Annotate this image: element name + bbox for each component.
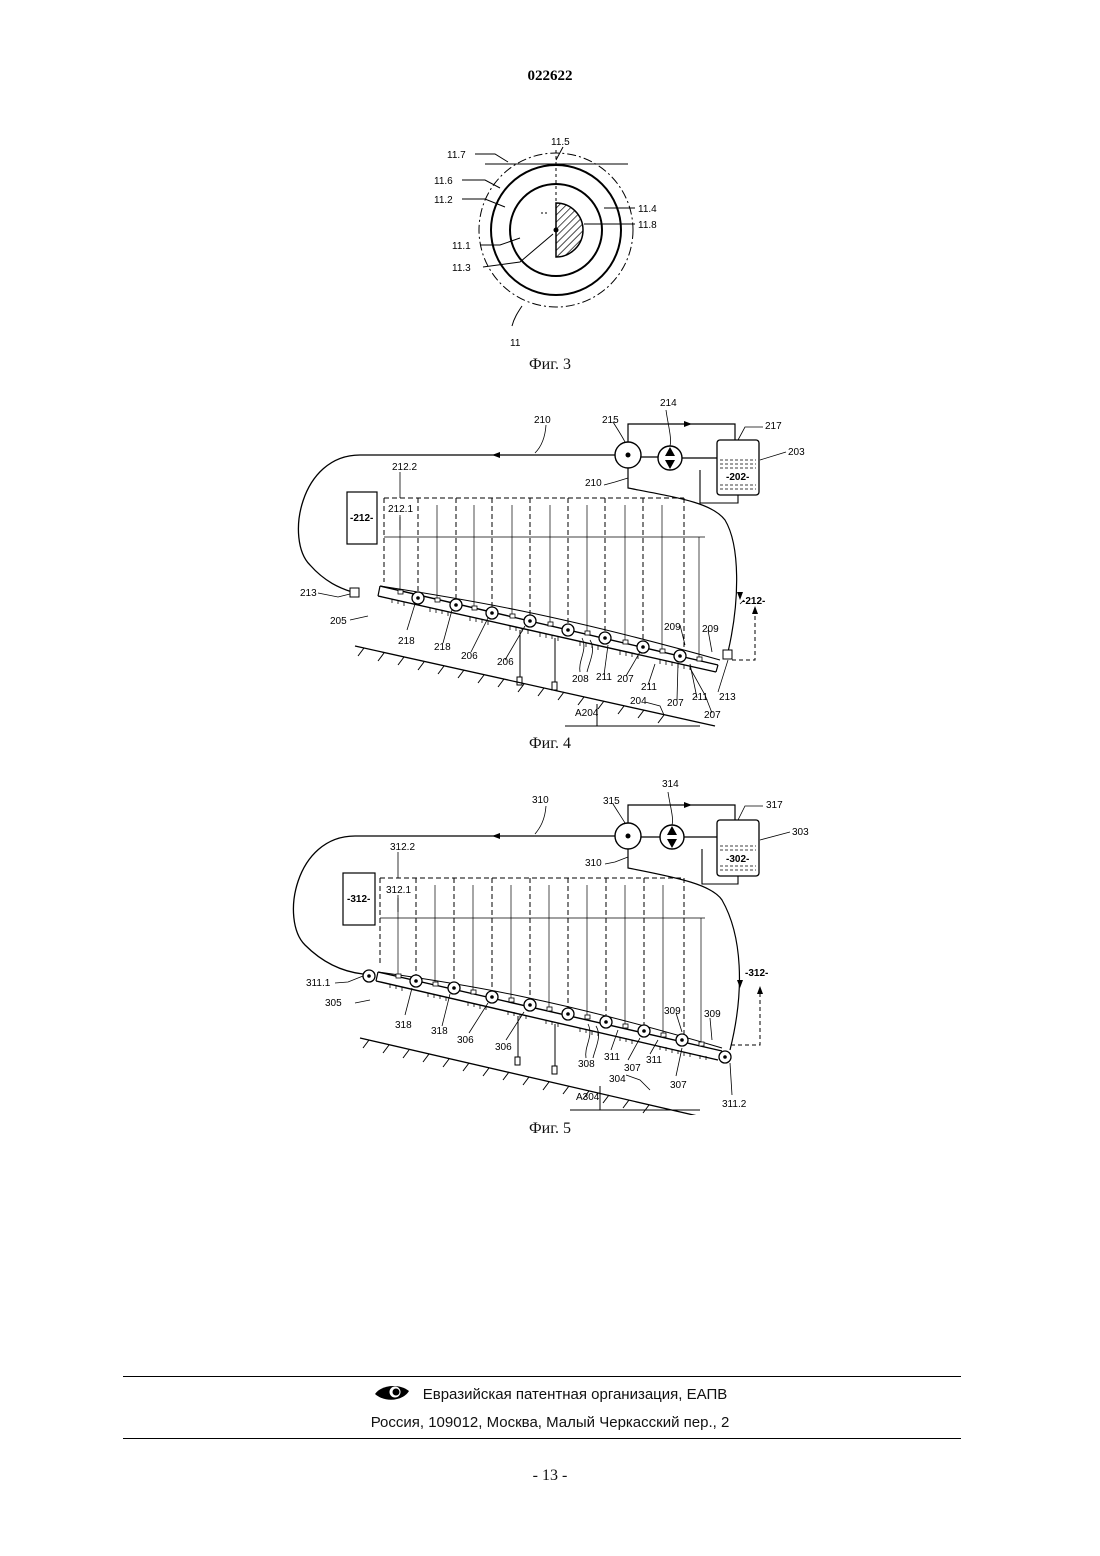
fig4-label-210-bottom: 210 — [585, 478, 602, 489]
fig5-label-307-a: 307 — [624, 1063, 641, 1074]
patent-number: 022622 — [0, 68, 1100, 85]
fig4-label-203: 203 — [788, 447, 805, 458]
fig4-label-206-b: 206 — [497, 657, 514, 668]
fig4-label-209-b: 209 — [702, 624, 719, 635]
fig5-label-310-top: 310 — [532, 795, 549, 806]
fig5-label-312-2: 312.2 — [390, 842, 415, 853]
fig5-label-315: 315 — [603, 796, 620, 807]
fig4-label-204: 204 — [630, 696, 647, 707]
fig4-label-212-box: -212- — [350, 513, 373, 524]
fig5-label-a304: A304 — [576, 1092, 600, 1103]
fig4-label-213-right: 213 — [719, 692, 736, 703]
fig5-label-303: 303 — [792, 827, 809, 838]
footer-bottom-rule — [123, 1438, 961, 1439]
fig4-label-211-c: 211 — [692, 692, 708, 703]
fig4-label-211-a: 211 — [596, 672, 612, 683]
fig4-label-212-1: 212.1 — [388, 504, 413, 515]
fig3-label-11-4: 11.4 — [638, 204, 657, 215]
fig4-label-212-right: -212- — [742, 596, 765, 607]
fig3-label-11: 11 — [510, 338, 521, 349]
fig5-label-314: 314 — [662, 779, 679, 790]
footer-organization-line: Евразийская патентная организация, ЕАПВ — [0, 1383, 1100, 1407]
fig4-label-212-2: 212.2 — [392, 462, 417, 473]
fig3-label-11-5: 11.5 — [551, 137, 570, 148]
fig5-label-305: 305 — [325, 998, 342, 1009]
fig5-label-312-right: -312- — [745, 968, 768, 979]
eapo-eye-logo-icon — [373, 1383, 411, 1407]
figure-4-drawing: A204 — [0, 395, 1100, 730]
fig3-label-11-8: 11.8 — [638, 220, 657, 231]
fig5-label-311-a: 311 — [604, 1052, 620, 1063]
fig5-label-308: 308 — [578, 1059, 595, 1070]
fig4-label-207-c: 207 — [704, 710, 721, 721]
fig4-label-213-left: 213 — [300, 588, 317, 599]
fig5-label-310-bottom: 310 — [585, 858, 602, 869]
fig5-label-309-a: 309 — [664, 1006, 681, 1017]
fig5-label-307-b: 307 — [670, 1080, 687, 1091]
fig4-label-209-a: 209 — [664, 622, 681, 633]
figure-3-caption: Фиг. 3 — [0, 356, 1100, 374]
fig3-label-11-1: 11.1 — [452, 241, 471, 252]
fig4-label-211-b: 211 — [641, 682, 657, 693]
fig5-label-317: 317 — [766, 800, 783, 811]
fig4-label-217: 217 — [765, 421, 782, 432]
fig5-label-302: -302- — [726, 854, 749, 865]
fig5-label-318-b: 318 — [431, 1026, 448, 1037]
figure-5-caption: Фиг. 5 — [0, 1120, 1100, 1138]
footer-address: Россия, 109012, Москва, Малый Черкасский… — [0, 1414, 1100, 1431]
figure-3-drawing: 11.7 11.5 11.6 11.2 11.4 11.8 11.1 11.3 … — [0, 130, 1100, 355]
fig4-label-214: 214 — [660, 398, 677, 409]
fig5-label-311-b: 311 — [646, 1055, 662, 1066]
page-number: - 13 - — [0, 1467, 1100, 1485]
fig4-label-208: 208 — [572, 674, 589, 685]
fig4-label-202: -202- — [726, 472, 749, 483]
fig4-label-a204: A204 — [575, 708, 599, 719]
fig4-label-207-a: 207 — [617, 674, 634, 685]
fig5-label-312-box: -312- — [347, 894, 370, 905]
fig4-label-205: 205 — [330, 616, 347, 627]
fig5-label-306-a: 306 — [457, 1035, 474, 1046]
fig5-label-312-1: 312.1 — [386, 885, 411, 896]
fig4-label-206-a: 206 — [461, 651, 478, 662]
fig5-label-311-1: 311.1 — [306, 978, 331, 989]
fig3-label-11-6: 11.6 — [434, 176, 453, 187]
fig4-label-215: 215 — [602, 415, 619, 426]
fig3-label-11-3: 11.3 — [452, 263, 471, 274]
figure-5-drawing: A304 — [0, 775, 1100, 1115]
footer-top-rule — [123, 1376, 961, 1377]
fig4-label-207-b: 207 — [667, 698, 684, 709]
fig5-label-306-b: 306 — [495, 1042, 512, 1053]
figure-4-caption: Фиг. 4 — [0, 735, 1100, 753]
footer-organization-name: Евразийская патентная организация, ЕАПВ — [423, 1386, 728, 1403]
fig3-label-11-7: 11.7 — [447, 150, 466, 161]
fig5-label-304: 304 — [609, 1074, 626, 1085]
fig5-label-311-2: 311.2 — [722, 1099, 747, 1110]
fig4-label-218-b: 218 — [434, 642, 451, 653]
fig4-label-218-a: 218 — [398, 636, 415, 647]
fig5-label-318-a: 318 — [395, 1020, 412, 1031]
fig4-label-210-top: 210 — [534, 415, 551, 426]
fig3-label-11-2: 11.2 — [434, 195, 453, 206]
fig5-label-309-b: 309 — [704, 1009, 721, 1020]
